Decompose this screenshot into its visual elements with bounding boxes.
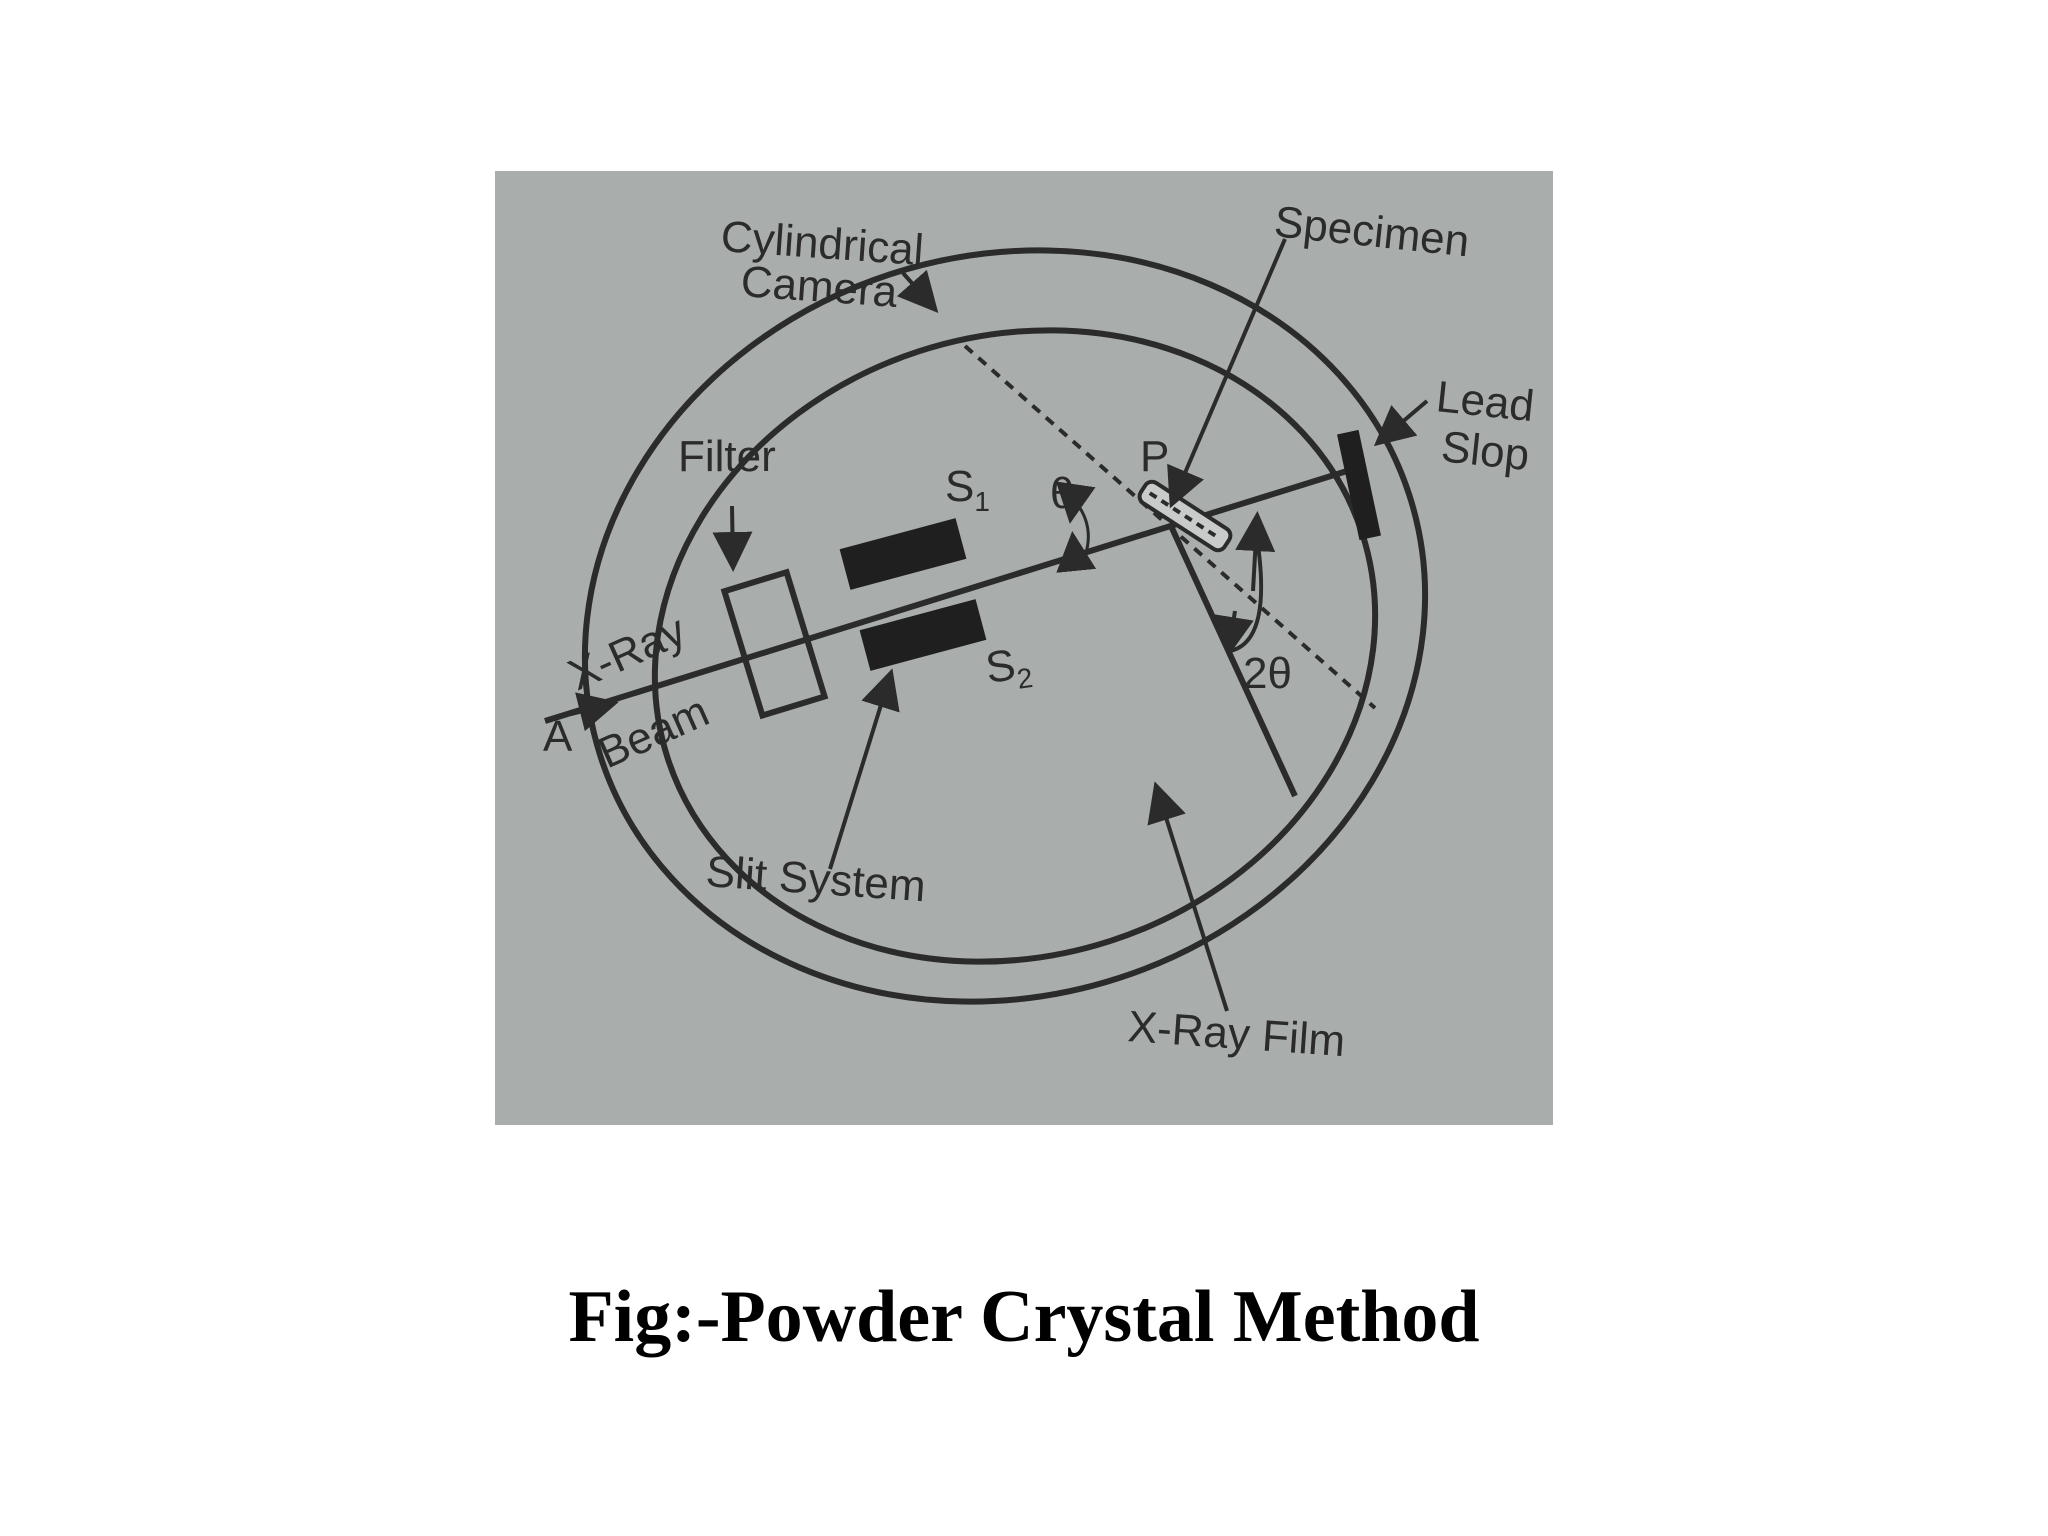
label-specimen: Specimen (1272, 197, 1472, 266)
label-filter: Filter (678, 432, 776, 481)
filter-arrow (712, 505, 753, 572)
lead-arrow (1373, 399, 1429, 447)
diffracted-beam-line (1168, 524, 1298, 798)
label-theta: θ (1050, 469, 1074, 518)
two-theta-arrow-up (1235, 511, 1276, 592)
label-slop: Slop (1439, 422, 1532, 480)
filter-box (720, 568, 829, 720)
label-xray: X-Ray (561, 606, 693, 700)
label-s2-sub: 2 (1015, 662, 1035, 695)
label-p: P (1140, 432, 1169, 481)
slit-system-arrow (828, 668, 900, 870)
label-s2-letter: S (983, 640, 1019, 693)
label-lead: Lead (1434, 372, 1536, 431)
label-slit-system: Slit System (704, 847, 927, 911)
label-xray-film: X-Ray Film (1126, 1002, 1346, 1066)
label-camera: Camera (739, 257, 899, 317)
a-arrow (570, 692, 619, 732)
diagram-panel: Cylindrical Camera Specimen Lead Slop Fi… (495, 171, 1553, 1125)
label-s2: S2 (983, 638, 1035, 699)
specimen-capillary (1137, 479, 1233, 553)
label-s1-letter: S (945, 462, 974, 511)
lead-stop (1337, 429, 1381, 541)
theta-upper-arrow (1055, 481, 1096, 524)
film-arrow (1147, 781, 1229, 1012)
xray-beam-line (544, 468, 1348, 724)
camera-arrow (896, 269, 939, 313)
slit-s2 (859, 599, 987, 671)
two-theta-arrow-down (1214, 610, 1254, 657)
label-s1: S1 (945, 462, 990, 517)
theta-lower-arrow (1056, 531, 1097, 573)
label-a: A (543, 712, 573, 761)
figure-caption: Fig:-Powder Crystal Method (568, 1276, 1480, 1358)
specimen-arrow (1167, 238, 1287, 509)
camera-outer-ring (581, 247, 1429, 1005)
dashed-reference-line (963, 344, 1377, 710)
label-two-theta: 2θ (1243, 649, 1292, 698)
slit-s1 (839, 518, 967, 590)
label-s1-sub: 1 (974, 486, 990, 517)
theta-arc (1073, 500, 1090, 557)
